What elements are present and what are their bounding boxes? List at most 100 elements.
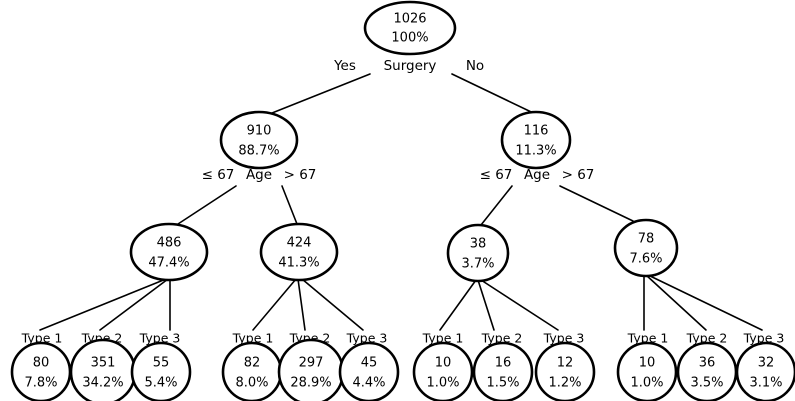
node-yes-age-le67[interactable]: 486 47.4%: [129, 222, 209, 282]
node-yes-age-gt67-shape: [259, 222, 339, 282]
leaf-node-g1-3-shape: [130, 341, 192, 401]
edge-gt67-to-type2: [297, 278, 306, 331]
node-no-age-le67-shape: [446, 223, 510, 283]
edge-gt67-to-type1: [252, 278, 297, 331]
leaf-type-label-g3-2: Type 2: [481, 331, 523, 346]
node-no-age-gt67-percent: 7.6%: [629, 252, 662, 267]
leaf-node-g4-3[interactable]: 32 3.1%: [735, 341, 795, 401]
edge-surgery-no-to-gt67: [559, 185, 634, 222]
leaf-type-label-g2-1: Type 1: [232, 331, 274, 346]
leaf-node-g3-1[interactable]: 10 1.0%: [412, 341, 474, 401]
root-branch-label-no: No: [466, 58, 484, 74]
node-root[interactable]: 1026 100%: [363, 0, 457, 56]
node-surgery-no[interactable]: 116 11.3%: [500, 110, 572, 170]
leaf-node-g1-1-count: 80: [33, 356, 50, 371]
leaf-node-g4-2[interactable]: 36 3.5%: [676, 341, 738, 401]
edge-group-no-age-le67: [439, 279, 559, 331]
leaf-node-g3-3[interactable]: 12 1.2%: [534, 341, 596, 401]
leaf-node-g4-1-percent: 1.0%: [630, 376, 663, 391]
edge-no-le67-to-type2: [477, 279, 495, 331]
leaf-node-g1-1[interactable]: 80 7.8%: [10, 341, 72, 401]
leaf-node-g1-1-percent: 7.8%: [24, 376, 57, 391]
node-surgery-no-shape: [500, 110, 572, 170]
leaf-node-g2-2-percent: 28.9%: [290, 376, 331, 391]
node-surgery-yes-shape: [219, 110, 299, 170]
leaf-node-g4-3-shape: [735, 341, 795, 401]
leaf-node-g1-3[interactable]: 55 5.4%: [130, 341, 192, 401]
leaf-node-g1-2-percent: 34.2%: [82, 376, 123, 391]
edge-le67-to-type1: [39, 278, 167, 331]
edge-group-yes-age-gt67: [252, 278, 364, 331]
surgery-yes-split-variable: Age: [246, 167, 272, 183]
leaf-node-g4-1-count: 10: [639, 356, 656, 371]
node-yes-age-le67-percent: 47.4%: [148, 256, 189, 271]
node-yes-age-le67-shape: [129, 222, 209, 282]
edge-no-le67-to-type1: [439, 279, 477, 331]
leaf-node-g3-1-count: 10: [435, 356, 452, 371]
leaf-node-g3-2-shape: [472, 341, 534, 401]
surgery-yes-branch-label-le67: ≤ 67: [202, 167, 235, 183]
leaf-type-label-g4-2: Type 2: [686, 331, 728, 346]
node-yes-age-gt67[interactable]: 424 41.3%: [259, 222, 339, 282]
root-split-variable: Surgery: [384, 58, 437, 74]
node-root-count: 1026: [393, 12, 426, 27]
leaf-node-g2-2[interactable]: 297 28.9%: [277, 338, 345, 401]
edge-no-gt67-to-type2: [645, 274, 707, 331]
leaf-type-label-g4-3: Type 3: [743, 331, 785, 346]
leaf-node-g4-2-percent: 3.5%: [690, 376, 723, 391]
leaf-node-g1-2-count: 351: [91, 356, 116, 371]
leaf-node-g2-1-shape: [221, 341, 283, 401]
surgery-yes-branch-label-gt67: > 67: [284, 167, 317, 183]
edge-no-le67-to-type3: [480, 279, 559, 331]
leaf-node-g4-3-percent: 3.1%: [749, 376, 782, 391]
leaf-type-label-g1-3: Type 3: [139, 331, 181, 346]
leaf-node-g3-2-count: 16: [495, 356, 512, 371]
leaf-node-g2-3-count: 45: [361, 356, 378, 371]
node-surgery-yes-percent: 88.7%: [238, 144, 279, 159]
node-no-age-le67[interactable]: 38 3.7%: [446, 223, 510, 283]
edge-surgery-yes-to-le67: [177, 185, 237, 225]
leaf-node-g3-3-shape: [534, 341, 596, 401]
node-no-age-gt67-count: 78: [638, 232, 655, 247]
leaf-node-g4-1[interactable]: 10 1.0%: [616, 341, 678, 401]
leaf-node-g4-1-shape: [616, 341, 678, 401]
node-root-percent: 100%: [391, 31, 428, 46]
leaf-node-g1-2[interactable]: 351 34.2%: [69, 338, 137, 401]
node-yes-age-le67-count: 486: [157, 236, 182, 251]
node-surgery-no-percent: 11.3%: [515, 144, 556, 159]
leaf-node-g3-3-count: 12: [557, 356, 574, 371]
node-surgery-no-count: 116: [524, 124, 549, 139]
leaf-node-g2-1-percent: 8.0%: [235, 376, 268, 391]
edge-group-surgery-no: [480, 185, 634, 226]
leaf-type-label-g4-1: Type 1: [627, 331, 669, 346]
leaf-node-g2-3-shape: [338, 341, 400, 401]
edge-surgery-yes-to-gt67: [281, 185, 298, 225]
leaf-type-label-g3-1: Type 1: [422, 331, 464, 346]
node-surgery-yes[interactable]: 910 88.7%: [219, 110, 299, 170]
node-yes-age-gt67-percent: 41.3%: [278, 256, 319, 271]
leaf-node-g3-1-shape: [412, 341, 474, 401]
leaf-node-g2-1[interactable]: 82 8.0%: [221, 341, 283, 401]
leaf-node-g1-1-shape: [10, 341, 72, 401]
leaf-type-label-g2-3: Type 3: [346, 331, 388, 346]
edge-group-surgery-yes: [177, 185, 298, 225]
leaf-node-g1-3-percent: 5.4%: [144, 376, 177, 391]
node-surgery-yes-count: 910: [247, 124, 272, 139]
edge-group-no-age-gt67: [643, 274, 763, 331]
node-no-age-gt67[interactable]: 78 7.6%: [613, 218, 679, 278]
leaf-node-g3-2[interactable]: 16 1.5%: [472, 341, 534, 401]
leaf-node-g2-2-shape: [277, 338, 345, 401]
leaf-node-g4-3-count: 32: [758, 356, 775, 371]
leaf-node-g2-1-count: 82: [244, 356, 261, 371]
edge-root-to-surgery-yes: [261, 73, 371, 118]
leaf-node-g4-2-count: 36: [699, 356, 716, 371]
node-no-age-le67-count: 38: [470, 237, 487, 252]
surgery-no-split-variable: Age: [524, 167, 550, 183]
leaf-node-g1-3-count: 55: [153, 356, 170, 371]
node-yes-age-gt67-count: 424: [287, 236, 312, 251]
surgery-no-branch-label-gt67: > 67: [562, 167, 595, 183]
leaf-node-g2-3[interactable]: 45 4.4%: [338, 341, 400, 401]
edge-surgery-no-to-le67: [480, 185, 513, 226]
edge-no-gt67-to-type3: [647, 274, 763, 331]
